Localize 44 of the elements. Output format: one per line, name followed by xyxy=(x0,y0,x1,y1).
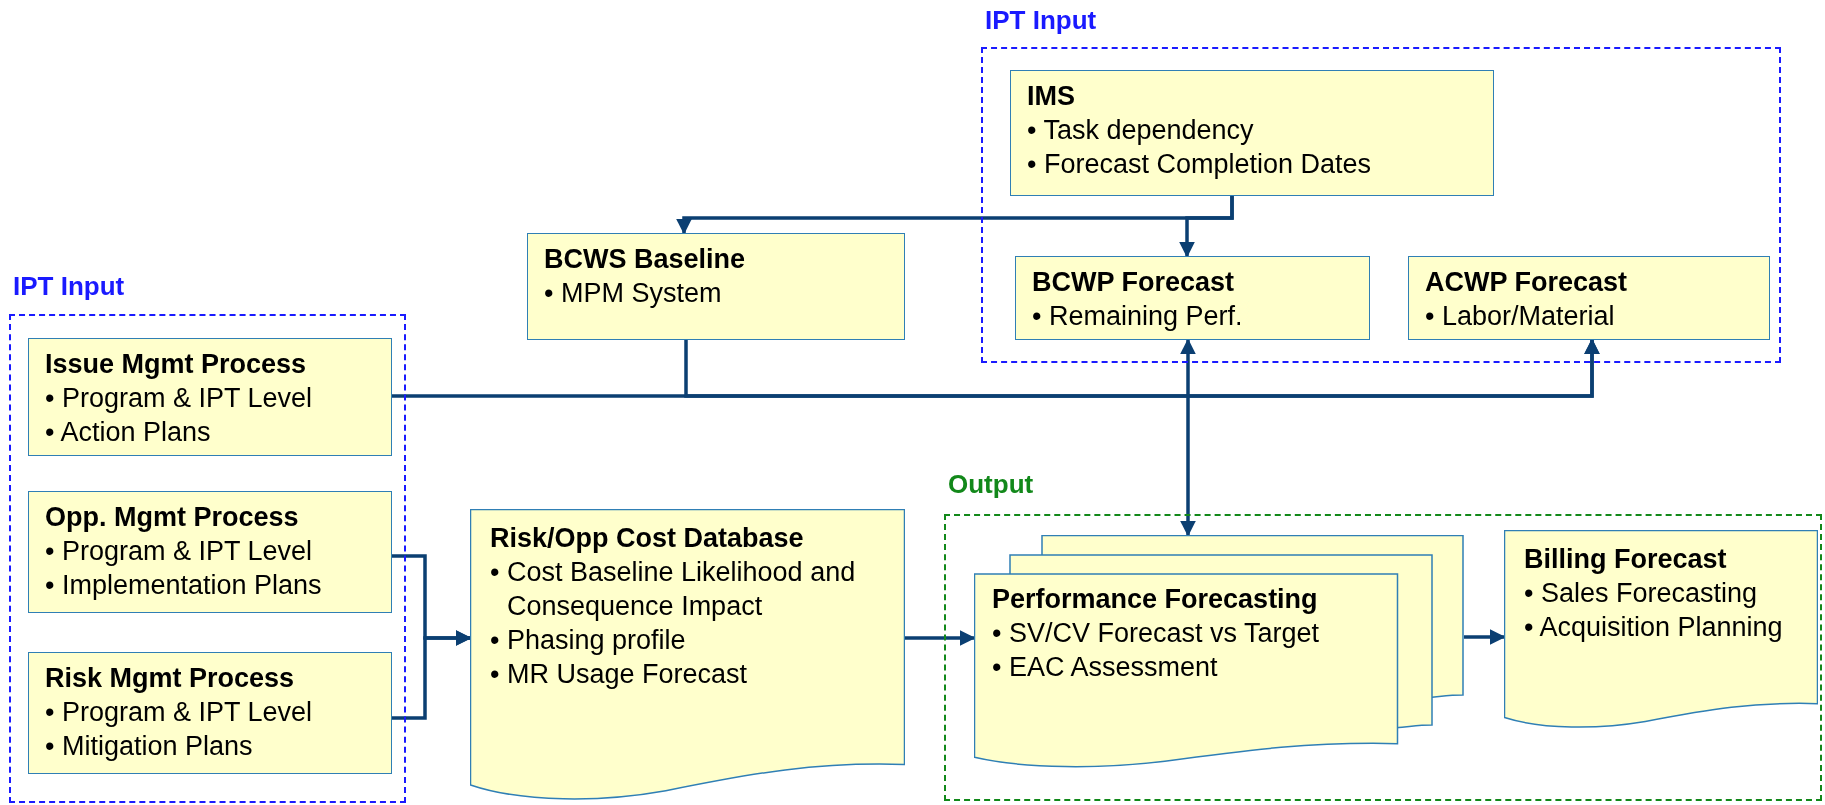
node-title: Billing Forecast xyxy=(1524,543,1727,576)
bullet-item: • Labor/Material xyxy=(1425,300,1615,333)
document-shape xyxy=(470,509,905,803)
bullet-item: • Program & IPT Level xyxy=(45,696,313,729)
bullet-item: • Acquisition Planning xyxy=(1524,611,1783,644)
arrow xyxy=(1180,338,1196,537)
node-title: BCWP Forecast xyxy=(1032,266,1235,299)
arrow xyxy=(684,338,1600,398)
group-title: IPT Input xyxy=(13,270,125,302)
bullet-item: • Task dependency xyxy=(1027,114,1254,147)
bullet-item: • EAC Assessment xyxy=(992,651,1218,684)
bullet-item: • Implementation Plans xyxy=(45,569,322,602)
group-title: Output xyxy=(948,468,1034,500)
process-box xyxy=(1408,256,1770,340)
process-box xyxy=(28,652,392,774)
bullet-item: • Phasing profile xyxy=(490,624,686,657)
bullet-item: • Program & IPT Level xyxy=(45,382,313,415)
bullet-item: • MPM System xyxy=(544,277,722,310)
group-title: IPT Input xyxy=(985,4,1097,36)
node-title: BCWS Baseline xyxy=(544,243,746,276)
node-title: IMS xyxy=(1027,80,1075,113)
bullet-item: • Cost Baseline Likelihood and Consequence Impact xyxy=(490,556,857,623)
process-box xyxy=(527,233,905,340)
process-box xyxy=(1015,256,1370,340)
document-shape xyxy=(1504,530,1818,730)
node-title: ACWP Forecast xyxy=(1425,266,1628,299)
bullet-item: • Forecast Completion Dates xyxy=(1027,148,1372,181)
node-title: Risk/Opp Cost Database xyxy=(490,522,804,555)
bullet-item: • Remaining Perf. xyxy=(1032,300,1243,333)
bullet-item: • MR Usage Forecast xyxy=(490,658,748,691)
node-title: Issue Mgmt Process xyxy=(45,348,307,381)
node-title: Opp. Mgmt Process xyxy=(45,501,299,534)
process-box xyxy=(28,338,392,456)
bullet-item: • Sales Forecasting xyxy=(1524,577,1758,610)
bullet-item: • Mitigation Plans xyxy=(45,730,253,763)
stacked-documents xyxy=(974,535,1464,770)
bullet-item: • SV/CV Forecast vs Target xyxy=(992,617,1320,650)
bullet-item: • Program & IPT Level xyxy=(45,535,313,568)
node-title: Risk Mgmt Process xyxy=(45,662,295,695)
process-box xyxy=(28,491,392,613)
arrow xyxy=(1179,196,1234,258)
process-box xyxy=(1010,70,1494,196)
node-title: Performance Forecasting xyxy=(992,583,1318,616)
bullet-item: • Action Plans xyxy=(45,416,211,449)
